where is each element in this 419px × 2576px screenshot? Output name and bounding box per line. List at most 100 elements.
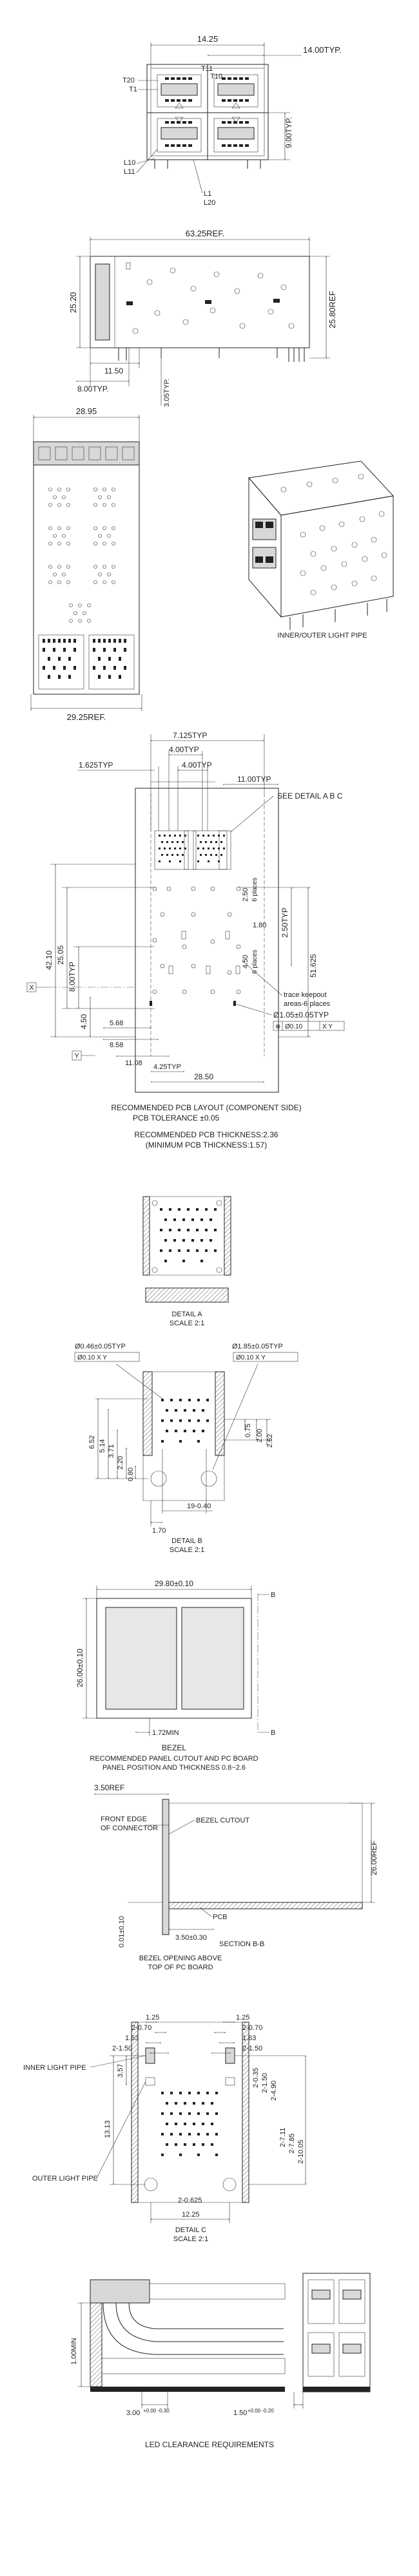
dim-51-625: 51.625 bbox=[309, 954, 318, 978]
label-see-detail: SEE DETAIL A B C bbox=[277, 791, 343, 800]
caption-detail-c: DETAIL C bbox=[175, 2226, 206, 2234]
caption-detail-a-scale: SCALE 2:1 bbox=[170, 1320, 204, 1327]
dim-0-46: Ø0.46±0.05TYP bbox=[75, 1343, 126, 1350]
dim-11-00-typ: 11.00TYP bbox=[237, 775, 271, 784]
dim-26-00-ref: 26.00REF bbox=[369, 1841, 378, 1875]
top-view: 28.95 29.25REF. bbox=[30, 406, 142, 722]
caption-detail-b: DETAIL B bbox=[171, 1537, 202, 1545]
caption-min-thickness: (MINIMUM PCB THICKNESS:1.57) bbox=[146, 1141, 267, 1150]
label-of-connector: OF CONNECTOR bbox=[101, 1824, 158, 1832]
tol-frame-right: Ø0.10 X Y bbox=[236, 1354, 266, 1361]
label-front-edge: FRONT EDGE bbox=[101, 1815, 147, 1823]
caption-section-b: SECTION B-B bbox=[219, 1940, 264, 1948]
dim-2-20: 2.20 bbox=[117, 1456, 124, 1470]
dim-2-4-90: 2-4.90 bbox=[270, 2081, 278, 2101]
label-outer-light-pipe: OUTER LIGHT PIPE bbox=[32, 2175, 98, 2183]
dim-28-95: 28.95 bbox=[76, 406, 97, 416]
dim-1-72-min: 1.72MIN bbox=[152, 1729, 179, 1737]
dim-63-25-ref: 63.25REF. bbox=[186, 229, 225, 238]
dim-25-20: 25.20 bbox=[68, 292, 78, 313]
led-clearance: 1.00MIN 3.00 +0.00 -0.30 1.50 +0.00 -0.2… bbox=[70, 2273, 371, 2449]
dim-hole-1-05: Ø1.05±0.05TYP bbox=[273, 1010, 329, 1019]
dim-c-2-1-50-right: 2-1.50 bbox=[242, 2045, 262, 2052]
section-b-b: 3.50REF 26.00REF FRONT EDGE OF CONNECTOR… bbox=[94, 1783, 378, 1971]
caption-bezel-opening: BEZEL OPENING ABOVE bbox=[139, 1955, 222, 1962]
side-view: 63.25REF. 25.20 25.80REF 11.50 8.00TYP. … bbox=[68, 229, 337, 407]
dim-2-00: 2.00 bbox=[256, 1429, 264, 1443]
dim-11-08: 11.08 bbox=[125, 1059, 142, 1067]
detail-a: DETAIL A SCALE 2:1 bbox=[142, 1196, 231, 1327]
dim-11-50: 11.50 bbox=[104, 366, 123, 375]
dim-29-80: 29.80±0.10 bbox=[155, 1579, 193, 1588]
dim-4-25-typ: 4.25TYP bbox=[153, 1063, 181, 1071]
label-t1: T1 bbox=[129, 86, 137, 93]
dim-3-71: 3.71 bbox=[108, 1444, 115, 1458]
dim-c-1-25-right: 1.25 bbox=[236, 2014, 249, 2022]
dim-c-1-63-right: 1.63 bbox=[242, 2034, 256, 2042]
dim-12-25: 12.25 bbox=[182, 2211, 200, 2219]
label-pcb: PCB bbox=[213, 1913, 228, 1921]
dim-0-80: 0.80 bbox=[127, 1468, 135, 1481]
caption-detail-a: DETAIL A bbox=[171, 1311, 202, 1318]
caption-pcb-layout: RECOMMENDED PCB LAYOUT (COMPONENT SIDE) bbox=[111, 1103, 301, 1112]
dim-26-00: 26.00±0.10 bbox=[75, 1649, 84, 1687]
dim-c-1-25-left: 1.25 bbox=[146, 2014, 159, 2022]
tol-frame-1: Ø0.10 bbox=[285, 1023, 303, 1030]
label-trace-keepout: trace keepout bbox=[284, 991, 327, 999]
label-light-pipe: INNER/OUTER LIGHT PIPE bbox=[277, 632, 367, 639]
dim-2-0-625: 2-0.625 bbox=[178, 2197, 202, 2204]
dim-1-85: Ø1.85±0.05TYP bbox=[232, 1343, 283, 1350]
dim-1-625-typ: 1.625TYP bbox=[79, 761, 113, 770]
caption-led-clearance: LED CLEARANCE REQUIREMENTS bbox=[145, 2440, 274, 2449]
dim-2-50-typ: 2.50TYP bbox=[280, 907, 289, 938]
dim-5-14: 5.14 bbox=[99, 1439, 106, 1453]
tol-frame-1-datums: X Y bbox=[322, 1023, 333, 1030]
dim-8-58: 8.58 bbox=[110, 1041, 123, 1049]
label-bezel-cutout: BEZEL CUTOUT bbox=[196, 1817, 249, 1824]
caption-bezel-2: PANEL POSITION AND THICKNESS 0.8~2.6 bbox=[102, 1764, 246, 1772]
caption-pcb-thickness: RECOMMENDED PCB THICKNESS:2.36 bbox=[134, 1130, 278, 1139]
section-b-bottom: B bbox=[271, 1729, 275, 1737]
label-l1: L1 bbox=[204, 190, 211, 198]
svg-text:⊕: ⊕ bbox=[275, 1023, 280, 1030]
label-l20: L20 bbox=[204, 199, 215, 207]
label-trace-areas: areas-6 places bbox=[284, 1000, 331, 1008]
dim-2-10-05: 2-10.05 bbox=[297, 2140, 305, 2164]
dim-28-50: 28.50 bbox=[194, 1072, 213, 1081]
detail-c: 1.25 2-0.70 1.63 2-1.50 1.25 2-0.70 1.63… bbox=[23, 2014, 306, 2243]
dim-1-80: 1.80 bbox=[253, 922, 266, 929]
dim-6-places: 6 places bbox=[251, 878, 258, 902]
caption-top-pcb: TOP OF PC BOARD bbox=[148, 1964, 213, 1971]
label-inner-light-pipe: INNER LIGHT PIPE bbox=[23, 2064, 86, 2072]
dim-19-0-40: 19-0.40 bbox=[187, 1502, 211, 1510]
dim-c-2-1-50-left: 2-1.50 bbox=[112, 2045, 132, 2052]
dim-13-13: 13.13 bbox=[104, 2120, 112, 2138]
caption-detail-b-scale: SCALE 2:1 bbox=[170, 1546, 204, 1554]
dim-c-2-0-70-right: 2-0.70 bbox=[242, 2024, 262, 2032]
dim-14-25: 14.25 bbox=[197, 34, 219, 44]
caption-bezel: BEZEL bbox=[162, 1743, 186, 1752]
label-l11: L11 bbox=[124, 168, 135, 176]
dim-3-57: 3.57 bbox=[117, 2064, 124, 2078]
label-t10: T10 bbox=[210, 73, 222, 80]
datum-y: Y bbox=[74, 1052, 79, 1060]
caption-bezel-1: RECOMMENDED PANEL CUTOUT AND PC BOARD bbox=[90, 1755, 258, 1763]
dim-3-05-typ: 3.05TYP. bbox=[163, 379, 171, 407]
dim-2-7-85: 2-7.85 bbox=[288, 2134, 296, 2154]
dim-3-00: 3.00 bbox=[126, 2409, 140, 2417]
dim-0-75: 0.75 bbox=[244, 1424, 252, 1437]
front-view: 14.25 14.00TYP. 9.00TYP. T20 T1 T11 T10 … bbox=[122, 34, 342, 207]
dim-3-50-ref: 3.50REF bbox=[94, 1783, 124, 1792]
dim-25-05: 25.05 bbox=[56, 945, 65, 965]
dim-29-25-ref: 29.25REF. bbox=[67, 712, 106, 722]
dim-2-50: 2.50 bbox=[242, 888, 249, 902]
dim-6-52: 6.52 bbox=[88, 1435, 96, 1449]
dim-7-125-typ: 7.125TYP bbox=[173, 731, 207, 740]
pcb-outline bbox=[135, 788, 279, 1093]
dim-2-62: 2.62 bbox=[266, 1434, 274, 1448]
dim-2-0-35: 2-0.35 bbox=[252, 2068, 260, 2088]
label-l10: L10 bbox=[124, 159, 135, 167]
section-b-top: B bbox=[271, 1591, 275, 1599]
dim-42-10: 42.10 bbox=[44, 951, 54, 970]
